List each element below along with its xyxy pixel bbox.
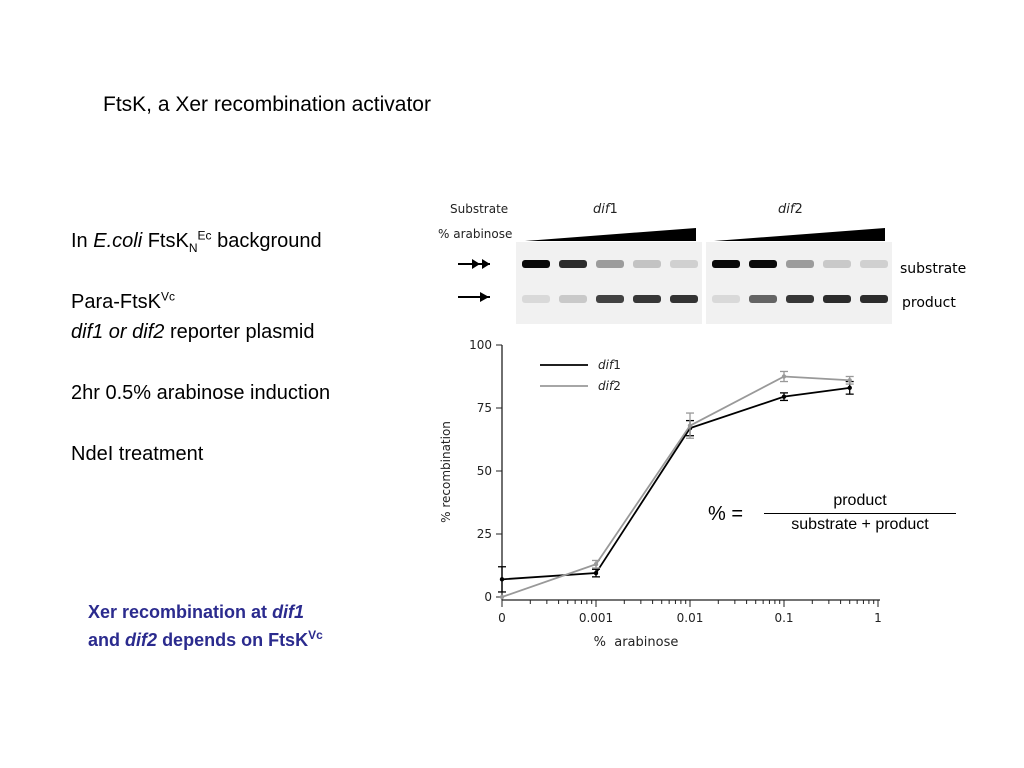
gel-gradient-wedge-dif1 xyxy=(525,228,696,241)
conclusion-phrase: Xer recombination at xyxy=(88,602,268,622)
induction-line: 2hr 0.5% arabinose induction xyxy=(71,382,331,404)
gel-band-dif1-substrate-4 xyxy=(633,260,661,268)
conclusion-line-2: and dif2 depends on FtsKVc xyxy=(88,626,323,654)
gel-bands xyxy=(522,260,888,303)
treatment-line: NdeI treatment xyxy=(71,443,204,465)
para-ftsk-line: Para-FtsKVc xyxy=(71,287,421,317)
chart-axes: 0 25 50 75 100 0 0.001 0.01 0.1 1 xyxy=(469,338,882,625)
data-point xyxy=(499,577,505,582)
para-ftsk-superscript: Vc xyxy=(161,289,176,304)
protein-superscript: Ec xyxy=(197,228,212,243)
y-axis-label: % recombination xyxy=(439,421,453,523)
gel-panel-dif1 xyxy=(516,242,702,324)
x-tick-label: 0.1 xyxy=(774,611,793,625)
reporter-line: dif1 or dif2 reporter plasmid xyxy=(71,317,421,347)
conclusion-superscript: Vc xyxy=(308,628,323,642)
slide-title: FtsK, a Xer recombination activator xyxy=(103,93,431,116)
x-tick-label: 0.01 xyxy=(677,611,704,625)
reporter-sites: dif1 or dif2 xyxy=(71,321,165,343)
protein-name: FtsK xyxy=(147,230,189,252)
reporter-text: reporter plasmid xyxy=(169,321,315,343)
x-tick-label: 0 xyxy=(498,611,506,625)
gel-arabinose-label: % arabinose xyxy=(438,227,512,241)
chart-legend: dif1 dif2 xyxy=(540,358,621,393)
gel-band-dif2-product-4 xyxy=(823,295,851,303)
y-tick-label: 75 xyxy=(477,401,492,415)
data-point xyxy=(781,394,787,399)
gel-band-dif1-substrate-2 xyxy=(559,260,587,268)
formula-denominator: substrate + product xyxy=(791,516,929,533)
gel-band-dif1-substrate-5 xyxy=(670,260,698,268)
gel-band-dif1-product-2 xyxy=(559,295,587,303)
formula-numerator: product xyxy=(833,492,887,509)
data-point xyxy=(847,378,852,383)
protein-subscript: N xyxy=(188,241,198,255)
gel-band-dif2-substrate-3 xyxy=(786,260,814,268)
gel-band-dif2-substrate-2 xyxy=(749,260,777,268)
band-label-substrate: substrate xyxy=(900,261,966,277)
legend-label: dif2 xyxy=(598,379,621,393)
formula-lhs: % = xyxy=(708,503,744,525)
gel-band-dif1-substrate-1 xyxy=(522,260,550,268)
y-tick-label: 100 xyxy=(469,338,492,352)
gel-panel-dif2 xyxy=(706,242,892,324)
conclusion-text: Xer recombination at dif1 and dif2 depen… xyxy=(88,598,323,654)
x-tick-label: 0.001 xyxy=(579,611,613,625)
background-strain-line: In E.coli FtsKNEc background xyxy=(71,226,421,256)
para-ftsk-text: Para-FtsK xyxy=(71,291,162,313)
x-axis-label: % arabinose xyxy=(594,635,679,650)
band-label-product: product xyxy=(902,295,956,311)
y-tick-label: 50 xyxy=(477,464,492,478)
gel-band-dif2-substrate-4 xyxy=(823,260,851,268)
experiment-conditions: In E.coli FtsKNEc background Para-FtsKVc… xyxy=(71,226,421,469)
gel-band-dif2-substrate-1 xyxy=(712,260,740,268)
series-line-dif2 xyxy=(501,375,850,598)
background-word: background xyxy=(217,230,322,252)
formula-fraction-bar xyxy=(764,513,956,514)
data-point xyxy=(499,594,505,600)
gel-group-dif1: dif1 xyxy=(593,202,618,217)
recombination-chart: 0 25 50 75 100 0 0.001 0.01 0.1 1 dif1 dif2 % reco… xyxy=(439,338,882,650)
gel-band-dif2-product-2 xyxy=(749,295,777,303)
gel-band-dif1-substrate-3 xyxy=(596,260,624,268)
conclusion-depends: depends on FtsK xyxy=(162,630,309,650)
data-point xyxy=(781,374,787,379)
y-tick-label: 0 xyxy=(484,590,492,604)
data-point xyxy=(687,423,693,428)
conclusion-dif2: dif2 xyxy=(125,630,158,650)
gel-figure: Substrate dif1 dif2 % arabinose substrat… xyxy=(438,202,966,324)
gel-substrate-header: Substrate xyxy=(450,202,508,216)
y-tick-label: 25 xyxy=(477,527,492,541)
series-line-dif1 xyxy=(501,386,850,581)
recombination-formula: % = product substrate + product xyxy=(706,490,966,540)
conclusion-dif1: dif1 xyxy=(272,602,305,622)
gel-band-dif2-substrate-5 xyxy=(860,260,888,268)
gel-band-dif1-product-1 xyxy=(522,295,550,303)
data-point xyxy=(593,562,599,567)
legend-label: dif1 xyxy=(598,358,621,372)
data-point xyxy=(847,385,852,391)
gel-band-dif2-product-1 xyxy=(712,295,740,303)
conclusion-line-1: Xer recombination at dif1 xyxy=(88,598,323,626)
chart-series xyxy=(498,370,854,600)
x-tick-label: 1 xyxy=(874,611,882,625)
background-in: In xyxy=(71,230,88,252)
gel-band-dif1-product-5 xyxy=(670,295,698,303)
gel-band-dif2-product-3 xyxy=(786,295,814,303)
gel-group-dif2: dif2 xyxy=(778,202,803,217)
product-band-arrow xyxy=(458,292,490,302)
gel-band-dif1-product-4 xyxy=(633,295,661,303)
substrate-band-arrow xyxy=(458,259,490,269)
species-name: E.coli xyxy=(93,230,143,252)
gel-band-dif1-product-3 xyxy=(596,295,624,303)
conclusion-and: and xyxy=(88,630,121,650)
gel-band-dif2-product-5 xyxy=(860,295,888,303)
data-point xyxy=(593,570,599,576)
gel-gradient-wedge-dif2 xyxy=(714,228,885,241)
